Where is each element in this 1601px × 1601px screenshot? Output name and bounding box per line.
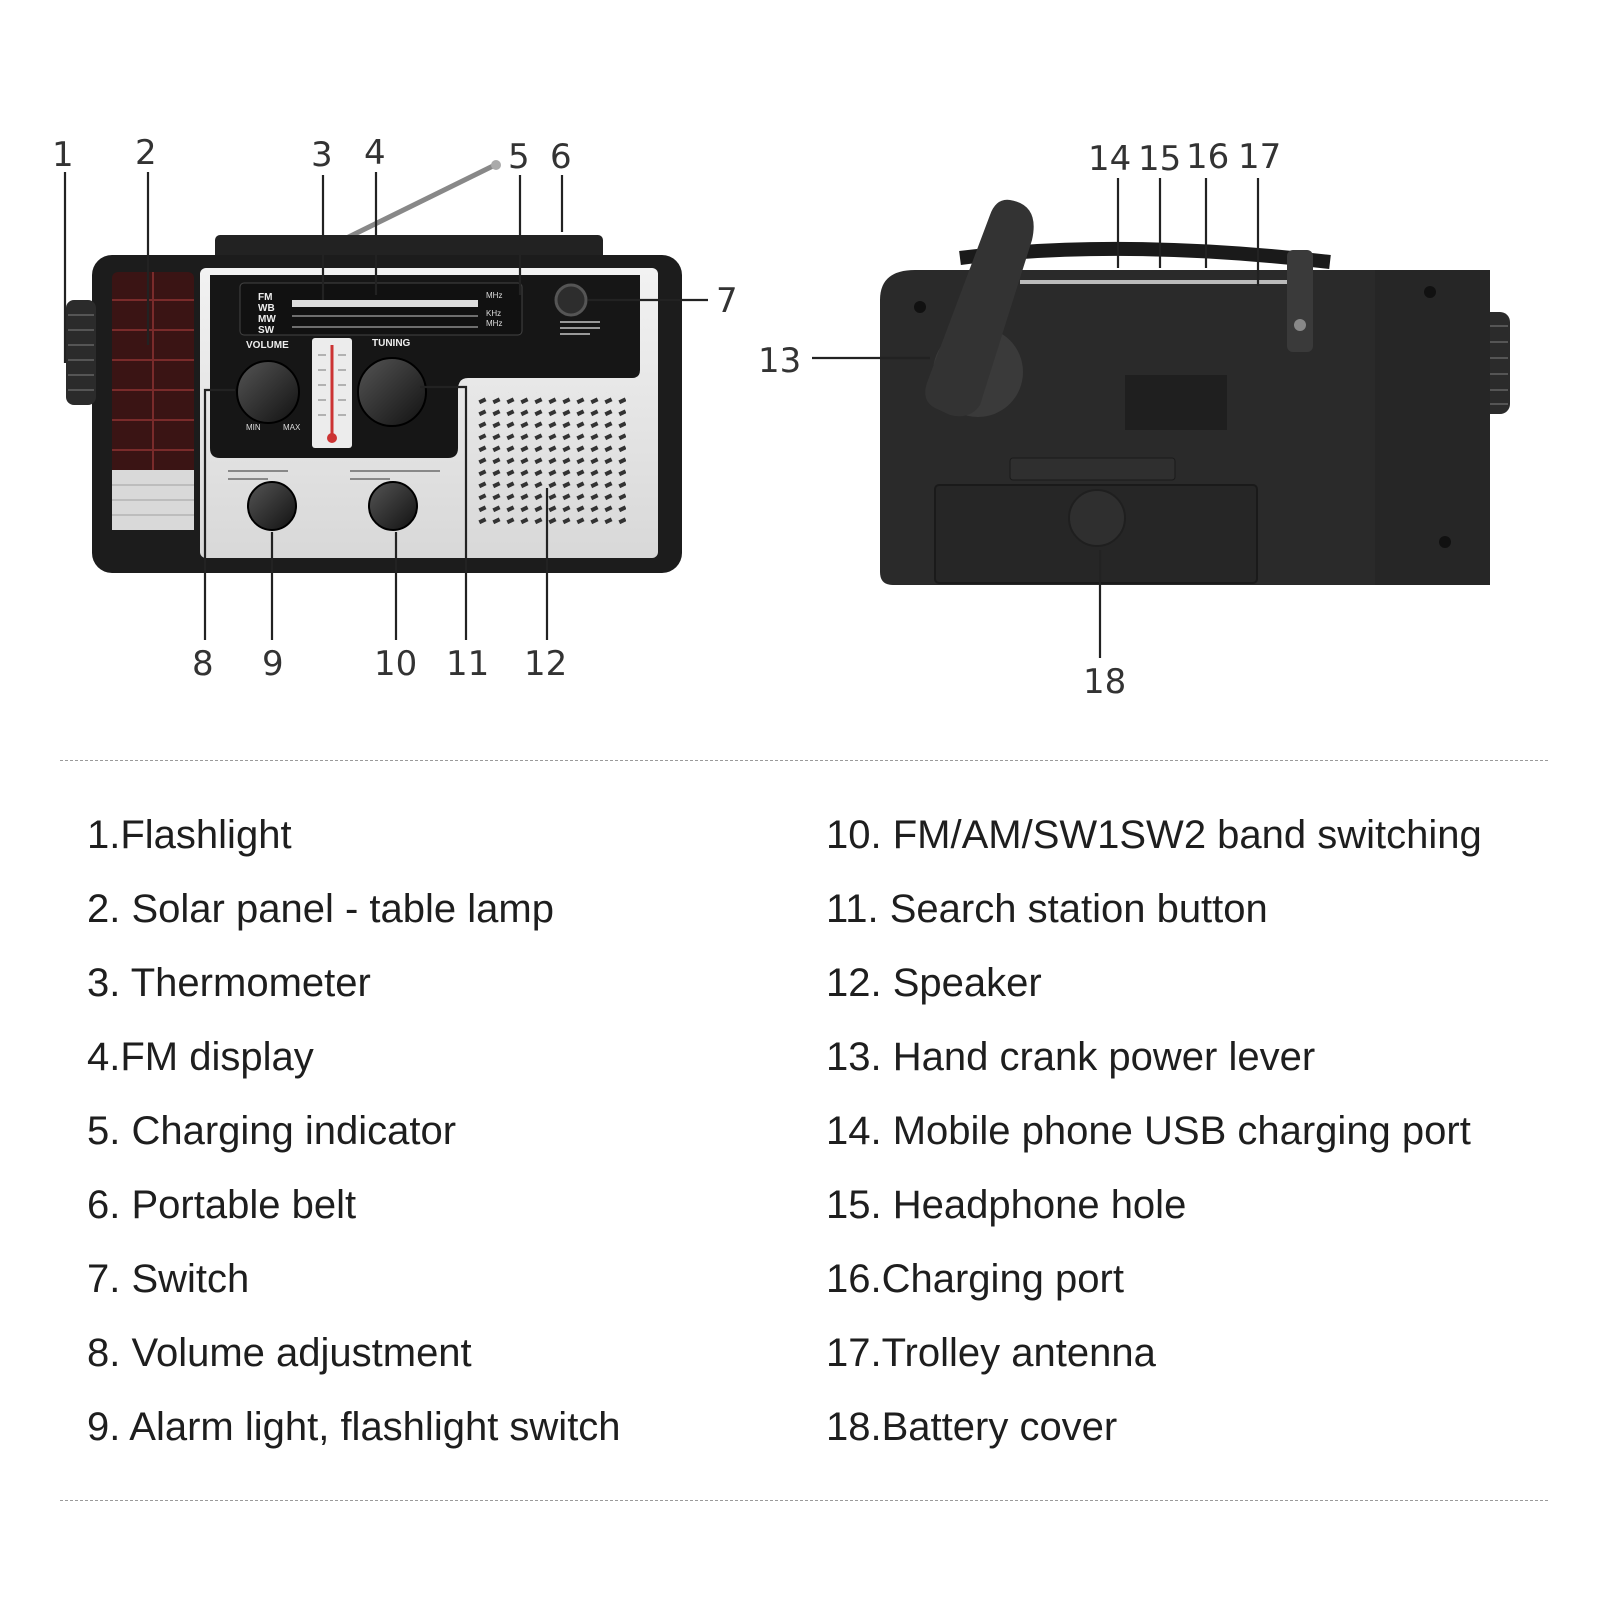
- callout-7: 7: [716, 281, 738, 321]
- max-label: MAX: [283, 423, 301, 432]
- callout-11: 11: [446, 644, 489, 684]
- divider-bottom: [60, 1500, 1548, 1501]
- legend-item-18: 18.Battery cover: [826, 1405, 1118, 1449]
- legend-item-11: 11. Search station button: [826, 887, 1268, 931]
- band-sw-label: SW: [258, 325, 275, 336]
- radio-back-view: [880, 199, 1510, 585]
- legend-item-13: 13. Hand crank power lever: [826, 1035, 1316, 1079]
- volume-knob[interactable]: [236, 360, 300, 424]
- legend-item-12: 12. Speaker: [826, 961, 1042, 1005]
- unit-mhz2-label: MHz: [486, 319, 502, 328]
- legend-item-7: 7. Switch: [87, 1257, 250, 1301]
- legend-item-2: 2. Solar panel - table lamp: [87, 887, 554, 931]
- legend-item-17: 17.Trolley antenna: [826, 1331, 1156, 1375]
- tuning-label: TUNING: [372, 338, 411, 349]
- radio-diagram: FM WB MW SW MHz KHz MHz VOLUME TUNING MI…: [52, 133, 1510, 702]
- callout-numbers: 1 2 3 4 5 6 7 8 9 10 11 12 13 14 15 16 1…: [52, 133, 1281, 702]
- callout-3: 3: [311, 135, 333, 175]
- callout-2: 2: [135, 133, 157, 173]
- legend-item-15: 15. Headphone hole: [826, 1183, 1187, 1227]
- callout-5: 5: [508, 137, 530, 177]
- legend-item-16: 16.Charging port: [826, 1257, 1124, 1301]
- legend-item-1: 1.Flashlight: [87, 813, 292, 857]
- callout-10: 10: [374, 644, 417, 684]
- callout-9: 9: [262, 644, 284, 684]
- legend-item-3: 3. Thermometer: [87, 961, 371, 1005]
- callout-18: 18: [1083, 662, 1126, 702]
- legend-item-4: 4.FM display: [87, 1035, 314, 1079]
- callout-8: 8: [192, 644, 214, 684]
- speaker-grille: [476, 392, 626, 528]
- front-leader-lines: [63, 172, 708, 640]
- callout-14: 14: [1088, 139, 1131, 179]
- callout-1: 1: [52, 135, 74, 175]
- alarm-flashlight-switch[interactable]: [247, 481, 297, 531]
- callout-13: 13: [758, 341, 801, 381]
- callout-16: 16: [1186, 137, 1229, 177]
- divider-top: [60, 760, 1548, 761]
- legend-right-column: 10. FM/AM/SW1SW2 band switching 11. Sear…: [826, 812, 1482, 1478]
- band-mw-label: MW: [258, 314, 276, 325]
- legend-left-column: 1.Flashlight 2. Solar panel - table lamp…: [87, 812, 621, 1478]
- volume-label: VOLUME: [246, 340, 289, 351]
- legend-item-6: 6. Portable belt: [87, 1183, 357, 1227]
- radio-front-view: FM WB MW SW MHz KHz MHz VOLUME TUNING MI…: [66, 160, 682, 573]
- legend-item-14: 14. Mobile phone USB charging port: [826, 1109, 1471, 1153]
- power-switch[interactable]: [554, 283, 588, 317]
- legend-item-5: 5. Charging indicator: [87, 1109, 457, 1153]
- unit-khz-label: KHz: [486, 309, 501, 318]
- callout-17: 17: [1238, 137, 1281, 177]
- callout-15: 15: [1138, 139, 1181, 179]
- fm-display: [239, 282, 523, 336]
- band-switch[interactable]: [368, 481, 418, 531]
- callout-12: 12: [524, 644, 567, 684]
- band-wb-label: WB: [258, 303, 275, 314]
- legend-item-10: 10. FM/AM/SW1SW2 band switching: [826, 813, 1482, 857]
- band-fm-label: FM: [258, 292, 272, 303]
- legend-item-8: 8. Volume adjustment: [87, 1331, 472, 1375]
- hand-crank-lever[interactable]: [925, 199, 1034, 417]
- callout-6: 6: [550, 137, 572, 177]
- back-leader-lines: [812, 178, 1260, 658]
- tuning-knob[interactable]: [357, 357, 427, 427]
- callout-4: 4: [364, 133, 386, 173]
- min-label: MIN: [246, 423, 261, 432]
- legend-item-9: 9. Alarm light, flashlight switch: [87, 1405, 621, 1449]
- flashlight-knob: [66, 300, 96, 405]
- unit-mhz-label: MHz: [486, 291, 502, 300]
